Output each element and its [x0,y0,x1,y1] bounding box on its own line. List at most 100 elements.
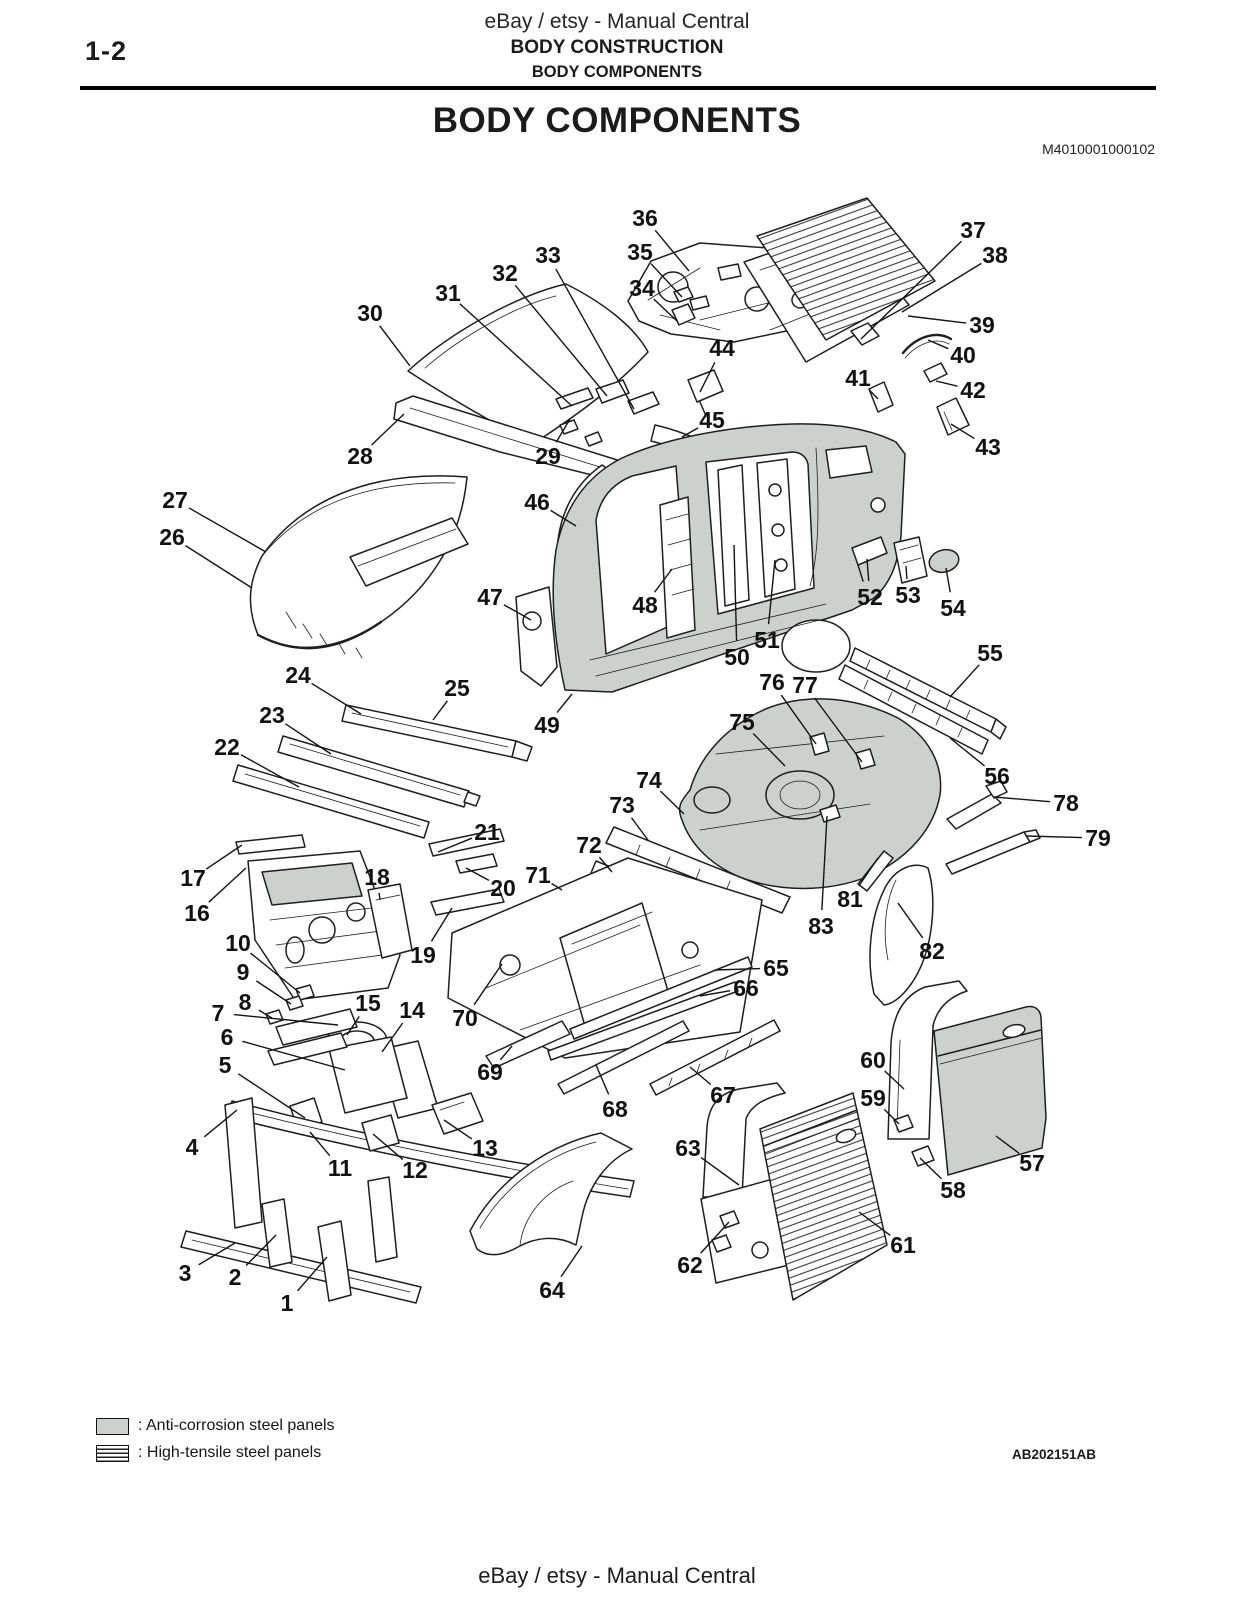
callout-68: 68 [602,1096,628,1122]
leader-line-79 [1025,835,1083,839]
leader-line-56 [949,737,985,767]
leader-line-18 [378,892,381,901]
subsection-title: BODY COMPONENTS [531,63,703,81]
callout-61: 61 [890,1232,916,1258]
leader-line-30 [379,325,411,367]
leader-line-2 [245,1234,277,1267]
callout-78: 78 [1053,790,1079,816]
callout-31: 31 [435,280,461,306]
leader-line-19 [430,907,453,942]
leader-line-29 [555,418,571,443]
leader-line-5 [237,1073,306,1119]
callout-19: 19 [410,942,436,968]
callout-60: 60 [860,1047,886,1073]
callout-34: 34 [629,275,655,301]
callout-81: 81 [837,886,863,912]
leader-line-3 [198,1242,236,1266]
callout-64: 64 [539,1277,565,1303]
callout-28: 28 [347,443,373,469]
leader-line-23 [284,723,332,755]
leader-line-74 [659,790,685,815]
callout-13: 13 [472,1135,498,1161]
callout-10: 10 [225,930,251,956]
callout-1: 1 [281,1290,294,1316]
callout-69: 69 [477,1059,503,1085]
leader-line-13 [443,1119,473,1140]
callout-8: 8 [239,989,252,1015]
leader-line-46 [550,509,577,527]
callout-54: 54 [940,595,966,621]
leader-line-14 [381,1022,404,1053]
leader-line-20 [465,867,490,882]
callout-65: 65 [763,955,789,981]
page-title: BODY COMPONENTS [432,101,802,140]
callout-27: 27 [162,487,188,513]
callout-56: 56 [984,763,1010,789]
leader-line-38 [901,262,982,313]
header-rule [80,86,1156,90]
callout-24: 24 [285,662,311,688]
leader-line-59 [883,1108,900,1125]
part-rear-door-inner [887,980,968,1140]
leader-line-37 [860,240,963,340]
callout-7: 7 [212,1000,225,1026]
leader-line-55 [949,664,980,698]
leader-line-36 [654,229,690,272]
callout-51: 51 [754,627,780,653]
callout-18: 18 [364,864,390,890]
callout-74: 74 [636,767,662,793]
section-title: BODY CONSTRUCTION [510,37,724,58]
part-hinge-pillar [515,586,558,687]
callout-37: 37 [960,217,986,243]
leader-line-16 [208,867,247,903]
part-rear-floor [678,698,942,890]
leader-line-17 [205,844,243,870]
callout-26: 26 [159,524,185,550]
callout-16: 16 [184,900,210,926]
leader-line-76 [780,694,817,745]
leader-line-25 [432,700,448,721]
callout-48: 48 [632,592,658,618]
callout-76: 76 [759,669,785,695]
leader-line-1 [296,1256,328,1292]
leader-line-53 [905,565,908,580]
leader-line-63 [700,1156,740,1186]
callout-25: 25 [444,675,470,701]
leader-line-27 [188,507,267,553]
leader-line-22 [240,754,300,788]
callout-2: 2 [229,1264,242,1290]
callout-50: 50 [724,644,750,670]
leader-line-6 [242,1040,346,1071]
callout-12: 12 [402,1157,428,1183]
part-fender [469,1132,633,1256]
legend-label: : Anti-corrosion steel panels [138,1417,335,1434]
callout-32: 32 [492,260,518,286]
leader-line-69 [499,1045,513,1061]
callout-9: 9 [237,959,250,985]
callout-57: 57 [1019,1150,1045,1176]
leader-line-4 [203,1109,238,1138]
callout-14: 14 [399,997,425,1023]
leader-line-71 [551,882,563,891]
leader-line-21 [437,837,473,853]
callout-70: 70 [452,1005,478,1031]
callout-52: 52 [857,584,883,610]
leader-line-12 [372,1133,404,1161]
callout-33: 33 [535,242,561,268]
drawing-code: AB202151AB [1011,1447,1096,1462]
leader-line-75 [752,732,786,767]
leader-line-66 [699,990,731,997]
callout-63: 63 [675,1135,701,1161]
document-code: M4010001000102 [1042,141,1155,157]
callout-44: 44 [709,335,735,361]
callout-11: 11 [328,1155,353,1181]
leader-line-33 [555,268,635,410]
leader-line-48 [654,568,673,593]
leader-line-7 [233,1013,339,1026]
callout-39: 39 [969,312,995,338]
callout-75: 75 [729,709,755,735]
callout-30: 30 [357,300,383,326]
